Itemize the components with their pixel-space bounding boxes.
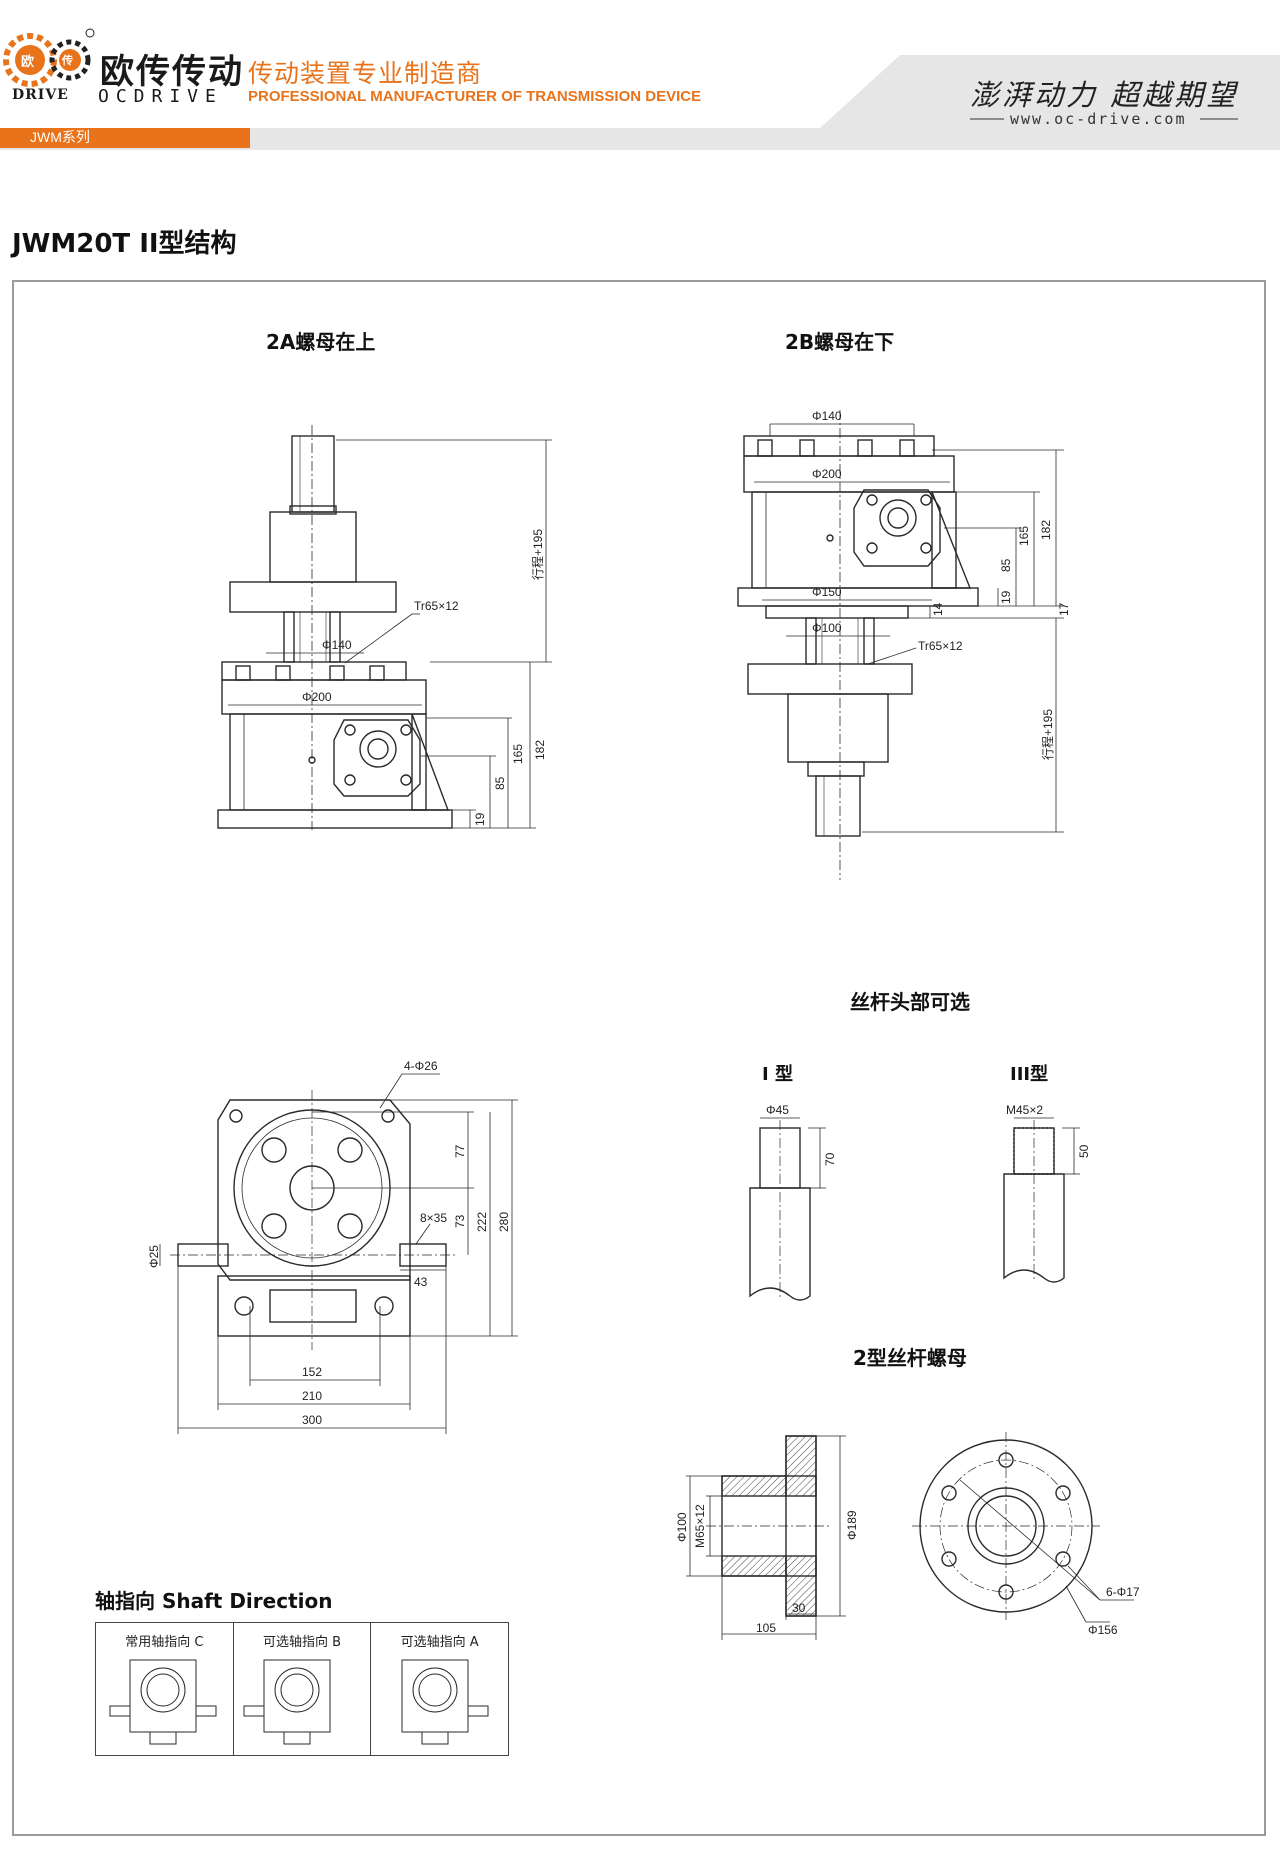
gearbox-a-icon [401,1659,489,1745]
top-view-drawing: 4-Φ26 8×35 Φ25 77 73 222 280 43 152 210 … [147,1059,518,1434]
shaft-option-label: 可选轴指向 A [400,1635,479,1650]
brand-name-en: OCDRIVE [98,86,223,107]
dim-top-43: 43 [414,1275,428,1289]
dim-top-shaft: Φ25 [147,1245,161,1268]
dim-2b-d140: Φ140 [812,409,842,423]
logo-seal-char-2: 传 [62,54,73,67]
screw-head-type3: M45×2 50 [1003,1103,1091,1283]
gearbox-c-icon [109,1659,217,1745]
dim-top-280: 280 [497,1212,511,1232]
shaft-option-b: 可选轴指向 B [234,1623,372,1755]
series-label: JWM系列 [30,129,90,145]
header-band [0,0,1280,150]
dim-2a-d200: Φ200 [302,690,332,704]
website-url: www.oc-drive.com [1010,110,1187,128]
dim-top-210: 210 [302,1389,322,1403]
dim-top-300: 300 [302,1413,322,1427]
dim-2b-thread: Tr65×12 [918,639,963,653]
type1-len: 70 [823,1152,837,1166]
slogan: 澎湃动力 超越期望 [970,78,1239,112]
nut-title: 2型丝杆螺母 [853,1346,967,1370]
nut-d100: Φ100 [675,1512,689,1542]
type3-len: 50 [1077,1144,1091,1158]
dim-2b-d200: Φ200 [812,467,842,481]
logo-seal-char-1: 欧 [21,55,35,70]
dim-2b-h165: 165 [1017,526,1031,546]
dim-2b-h14: 14 [931,602,945,616]
shaft-option-c: 常用轴指向 C [96,1623,234,1755]
tagline-cn: 传动装置专业制造商 [248,59,483,88]
nut-section: Φ100 M65×12 Φ189 105 30 [675,1435,859,1640]
logo-gear-icon [3,28,95,87]
nut-l105: 105 [756,1621,776,1635]
header-grey-band [0,55,1280,150]
gearbox-b-icon [243,1659,331,1745]
drawing-2b-title: 2B螺母在下 [785,330,895,354]
dim-2a-thread: Tr65×12 [414,599,459,613]
shaft-option-label: 可选轴指向 B [262,1635,342,1650]
dim-2a-h165: 165 [511,744,525,764]
dim-2b-h17: 17 [1057,602,1071,616]
dim-2b-h182: 182 [1039,520,1053,540]
dim-2b-stroke: 行程+195 [1040,709,1055,760]
dim-top-holes: 4-Φ26 [404,1059,438,1073]
drawing-2a-title: 2A螺母在上 [266,330,376,354]
dim-top-222: 222 [475,1212,489,1232]
dim-2a-h19: 19 [473,812,487,826]
dim-2b-h85: 85 [999,558,1013,572]
type1-label: I 型 [762,1064,793,1085]
type3-thread: M45×2 [1006,1103,1043,1117]
type3-label: III型 [1010,1064,1049,1085]
dim-top-77: 77 [453,1144,467,1158]
screw-head-type1: Φ45 70 [749,1103,837,1301]
drawing-2b: Φ140 Φ200 Φ150 Φ100 Tr65×12 182 165 85 1… [737,409,1071,880]
nut-d189: Φ189 [845,1510,859,1540]
dim-2a-stroke: 行程+195 [530,529,545,580]
page-title: JWM20T II型结构 [12,229,237,259]
drawing-2a: Φ140 Φ200 Tr65×12 行程+195 182 165 85 19 [217,425,552,830]
dim-2b-d100: Φ100 [812,621,842,635]
dim-top-73: 73 [453,1214,467,1228]
shaft-option-label: 常用轴指向 C [125,1635,204,1650]
nut-holes: 6-Φ17 [1106,1585,1140,1599]
nut-d156: Φ156 [1088,1623,1118,1637]
type1-dia: Φ45 [766,1103,789,1117]
screw-head-title: 丝杆头部可选 [850,990,970,1014]
shaft-direction-table: 常用轴指向 C 可选轴指向 B 可选轴指向 A [95,1622,509,1756]
brand-name-cn: 欧传传动 [100,52,244,92]
shaft-direction-icons [109,1659,489,1745]
nut-l30: 30 [792,1601,806,1615]
dim-2b-h19: 19 [999,590,1013,604]
shaft-direction-title: 轴指向 Shaft Direction [95,1589,333,1613]
dim-top-152: 152 [302,1365,322,1379]
shaft-option-a: 可选轴指向 A [371,1623,508,1755]
dim-2a-h182: 182 [533,740,547,760]
nut-front: 6-Φ17 Φ156 [912,1432,1140,1637]
series-tab [0,128,250,148]
dim-2b-d150: Φ150 [812,585,842,599]
drawing-frame [12,280,1266,1836]
dim-2a-d140: Φ140 [322,638,352,652]
dim-top-key: 8×35 [420,1211,447,1225]
nut-m65: M65×12 [693,1504,707,1548]
header-shapes [0,28,1280,150]
tagline-en: PROFESSIONAL MANUFACTURER OF TRANSMISSIO… [248,88,702,105]
brand-drive: DRIVE [12,87,69,103]
dim-2a-h85: 85 [493,776,507,790]
